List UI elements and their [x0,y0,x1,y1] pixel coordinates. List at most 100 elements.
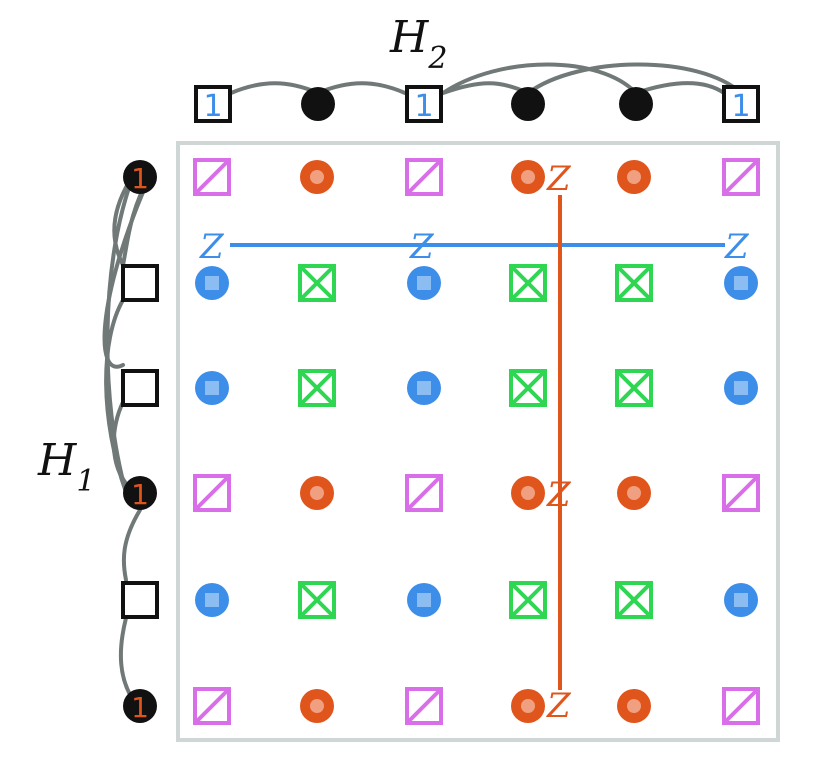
magenta-square-mark [193,158,231,196]
magenta-square-mark [722,158,760,196]
green-square-cross-b [509,369,547,407]
orange-circle-cell [300,689,334,723]
top-square-one-label: 1 [731,89,750,124]
green-square-cell [298,369,336,407]
green-square-mark [298,264,336,302]
magenta-square-diagonal [405,474,443,512]
orange-circle-cell [511,689,545,723]
top-square-one-label: 1 [414,89,433,124]
orange-circle-cell [617,476,651,510]
green-square-cell [298,264,336,302]
top-dot [619,87,653,121]
magenta-square-cell [193,687,231,725]
left-curve-2 [105,172,136,494]
top-dot [301,87,335,121]
left-square [121,264,159,302]
green-square-cell [509,264,547,302]
magenta-square-cell [405,687,443,725]
magenta-square-cell [405,474,443,512]
orange-circle-inner [310,699,324,713]
z-label-orange-1: Z [546,159,572,199]
left-dot-one-label: 1 [131,478,149,511]
green-square-cell [615,264,653,302]
orange-circle-cell [511,476,545,510]
blue-circle-inner [734,276,748,290]
green-square-cross-b [509,264,547,302]
left-dot [123,160,157,194]
magenta-square-diagonal [193,474,231,512]
left-dot [123,689,157,723]
top-node-dot [511,87,545,121]
orange-circle-cell [617,689,651,723]
magenta-square-mark [193,474,231,512]
magenta-square-mark [405,474,443,512]
top-square [405,85,443,123]
left-chain-curves [102,172,152,706]
orange-circle-inner [627,170,641,184]
left-node-layer: 111 [121,160,159,724]
top-node-square-1: 1 [194,85,232,124]
z-label-blue-2: Z [409,227,435,267]
blue-circle-cell [407,583,441,617]
z-labels: Z Z Z Z Z Z [199,159,750,726]
top-square [722,85,760,123]
magenta-square-cell [722,158,760,196]
top-curve-5 [526,62,743,95]
blue-circle-cell [195,583,229,617]
z-label-blue-3: Z [724,227,750,267]
green-square-cell [298,581,336,619]
green-square-cross-b [615,581,653,619]
left-curve-7 [121,508,142,582]
magenta-square-mark [193,687,231,725]
magenta-square-cell [722,687,760,725]
orange-circle-inner [521,486,535,500]
green-square-mark [615,581,653,619]
green-square-cross-b [615,369,653,407]
blue-circle-inner [734,593,748,607]
green-square-cross-b [615,264,653,302]
orange-circle-inner [310,170,324,184]
blue-circle-inner [205,276,219,290]
blue-circle-cell [407,371,441,405]
magenta-square-diagonal [193,687,231,725]
blue-circle-inner [417,381,431,395]
top-dot [511,87,545,121]
z-label-blue-1: Z [199,227,225,267]
grid-layer [193,158,760,725]
orange-circle-cell [617,160,651,194]
green-square-cell [615,581,653,619]
left-dot-one-label: 1 [131,162,149,195]
left-dot [123,476,157,510]
magenta-square-diagonal [405,158,443,196]
blue-circle-cell [407,266,441,300]
magenta-square-diagonal [193,158,231,196]
left-square [121,581,159,619]
green-square-mark [615,369,653,407]
green-square-mark [509,581,547,619]
blue-circle-cell [195,371,229,405]
left-square [121,369,159,407]
blue-circle-cell [724,371,758,405]
h1-label: H1 [37,435,95,499]
top-chain-curves [229,62,743,95]
z-label-orange-2: Z [546,475,572,515]
blue-circle-cell [195,266,229,300]
magenta-square-diagonal [722,158,760,196]
orange-circle-inner [627,486,641,500]
orange-circle-cell [511,160,545,194]
green-square-cell [615,369,653,407]
blue-circle-inner [417,276,431,290]
green-square-mark [298,369,336,407]
orange-circle-inner [521,170,535,184]
top-curve-6 [634,81,726,95]
top-node-square-1: 1 [722,85,760,124]
green-square-mark [509,369,547,407]
left-node-square [121,369,159,407]
left-node-dot-1: 1 [123,160,157,195]
green-square-cross-b [509,581,547,619]
magenta-square-cell [193,474,231,512]
blue-circle-cell [724,583,758,617]
magenta-square-diagonal [722,687,760,725]
